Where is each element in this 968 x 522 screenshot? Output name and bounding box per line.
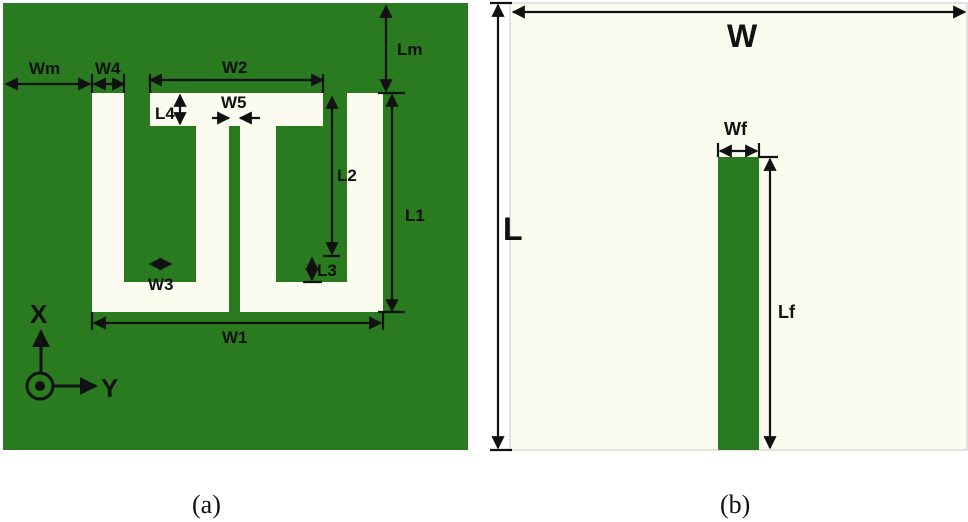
axis-label-x: X — [30, 299, 48, 329]
z-axis-dot — [35, 381, 45, 391]
dimension-labels-a: Wm W4 W2 Lm L4 W5 L2 L1 W3 L3 W1 — [29, 40, 425, 347]
label-w1: W1 — [222, 328, 248, 347]
label-l2: L2 — [337, 166, 357, 185]
dimension-lines-a — [4, 4, 405, 330]
label-lf: Lf — [778, 302, 796, 322]
z-axis-circle — [25, 371, 55, 401]
feed-line — [718, 157, 759, 450]
label-wf: Wf — [724, 119, 748, 139]
label-l: L — [503, 211, 523, 247]
label-w4: W4 — [95, 59, 121, 78]
label-w5: W5 — [221, 93, 247, 112]
label-l1: L1 — [405, 206, 425, 225]
left-finger-top — [124, 93, 150, 282]
label-l4: L4 — [155, 104, 175, 123]
slot-channels-right — [240, 93, 383, 312]
caption-b: (b) — [720, 490, 750, 519]
label-wm: Wm — [29, 59, 60, 78]
axis-label-y: Y — [101, 373, 118, 403]
right-finger-top — [323, 93, 347, 282]
centre-stub — [231, 126, 238, 312]
label-w2: W2 — [222, 58, 248, 77]
left-tongue-top — [172, 126, 196, 282]
coordinate-axes — [25, 329, 98, 401]
label-lm: Lm — [397, 40, 423, 59]
panel-b-back-view: W L Wf Lf (b) — [490, 1, 968, 519]
label-w: W — [727, 18, 758, 54]
centre-gap — [229, 93, 240, 126]
right-tongue-top — [276, 126, 299, 282]
panel-a-front-view: Wm W4 W2 Lm L4 W5 L2 L1 W3 L3 W1 X Y (a) — [3, 3, 468, 519]
label-l3: L3 — [317, 261, 337, 280]
label-w3: W3 — [148, 275, 174, 294]
caption-a: (a) — [192, 490, 221, 519]
dimension-lines-b — [490, 1, 967, 452]
